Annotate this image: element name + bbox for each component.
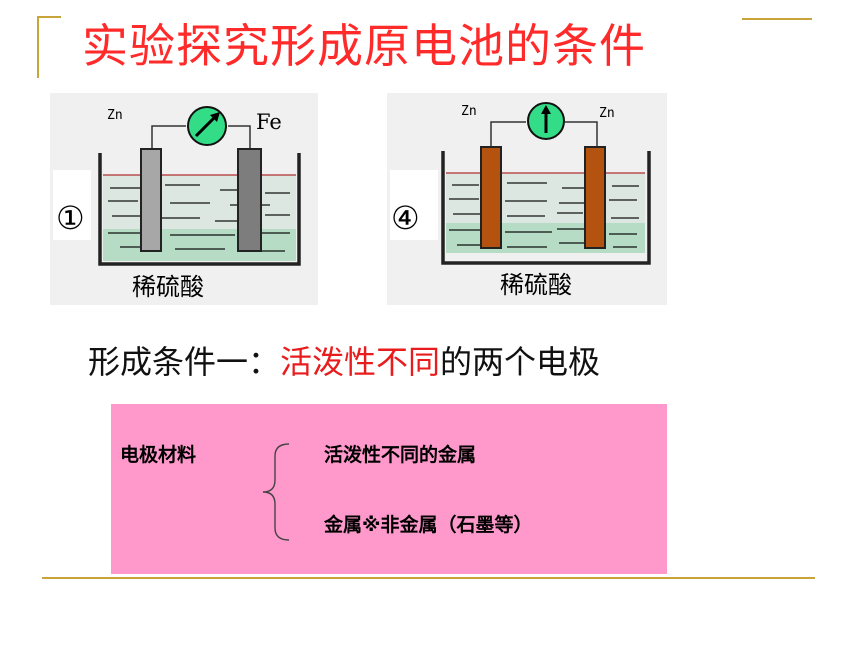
corner-line-top-left-horizontal [37, 16, 61, 18]
box-item-1: 活泼性不同的金属 [324, 444, 477, 466]
cell-diagram-2: Zn Zn ④ 稀硫酸 [390, 102, 651, 299]
zn-electrode [140, 148, 162, 252]
meter-needle-tip [210, 112, 220, 122]
box-item-2: 金属※非金属（石墨等） [324, 514, 533, 536]
meter-needle [194, 114, 218, 138]
figure-number-4: ④ [391, 199, 420, 237]
beaker [441, 151, 651, 265]
corner-line-top-right [742, 18, 812, 20]
figure-zn-zn-cell: Zn Zn ④ 稀硫酸 [387, 93, 667, 305]
figure-number-1: ① [56, 199, 85, 237]
acid-label-1: 稀硫酸 [132, 273, 204, 301]
label-bg [390, 170, 438, 240]
bottom-divider [42, 577, 815, 579]
figure-zn-fe-cell: Zn Fe ① 稀硫酸 [50, 93, 318, 305]
label-bg [53, 170, 91, 240]
solution-lower [103, 229, 296, 261]
brace-icon [262, 443, 290, 541]
electrode-material-box: 电极材料 活泼性不同的金属 金属※非金属（石墨等） [111, 404, 667, 574]
wire-right [228, 125, 251, 149]
beaker [98, 153, 301, 266]
condition-suffix: 的两个电极 [440, 343, 601, 381]
wire-left [151, 125, 186, 149]
zn-label-right: Zn [599, 106, 615, 121]
meter-needle-tip [541, 105, 551, 114]
zn-electrode-right [584, 146, 606, 249]
condition-highlight: 活泼性不同 [280, 343, 441, 381]
wire-right [565, 121, 598, 148]
cell-diagram-1: Zn Fe ① 稀硫酸 [53, 106, 301, 301]
zn-label-left: Zn [461, 104, 477, 119]
zn-label: Zn [107, 108, 123, 123]
condition-prefix: 形成条件一： [88, 343, 281, 381]
corner-line-top-left-vertical [37, 16, 39, 78]
box-heading: 电极材料 [120, 444, 197, 466]
zn-electrode-left [480, 146, 502, 249]
slide-title: 实验探究形成原电池的条件 [82, 19, 646, 73]
fe-electrode [237, 148, 262, 252]
solution-lower [446, 223, 645, 253]
solution-lines [449, 182, 639, 248]
fe-label: Fe [256, 110, 282, 134]
acid-label-2: 稀硫酸 [500, 271, 572, 299]
wire-left [490, 121, 526, 148]
condition-statement: 形成条件一：活泼性不同的两个电极 [88, 337, 600, 383]
